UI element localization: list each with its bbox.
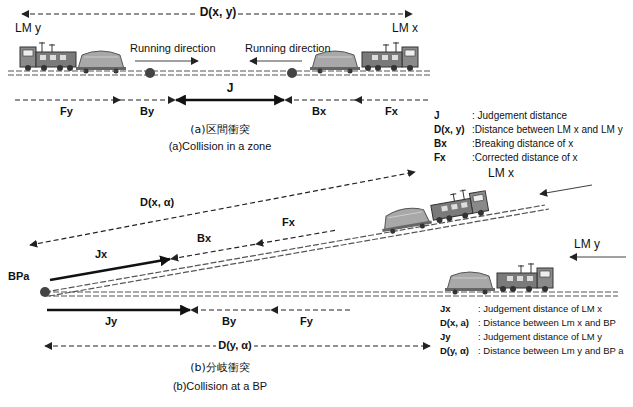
legend-text: : Judgement distance of LM x bbox=[478, 304, 602, 315]
distance-arrow bbox=[256, 230, 335, 244]
rail bbox=[49, 209, 549, 296]
distance-label: Bx bbox=[197, 232, 211, 245]
legend-term: D(x, a) bbox=[440, 318, 469, 329]
direction-arrow bbox=[570, 256, 626, 257]
legend-term: J bbox=[434, 110, 440, 122]
direction-label: Running direction bbox=[130, 42, 216, 55]
train-lm-x bbox=[378, 186, 490, 236]
caption: (a)Collision in a zone bbox=[169, 140, 272, 153]
distance-label: Fy bbox=[60, 105, 73, 118]
train-name: LM x bbox=[488, 167, 514, 181]
caption-ja: (a)区間衝突 bbox=[190, 124, 249, 137]
judgement-arrow bbox=[47, 309, 190, 312]
rail bbox=[8, 74, 430, 75]
direction-label: Running direction bbox=[245, 42, 331, 55]
legend-text: : Distance between Lm y and BP a bbox=[478, 346, 624, 357]
distance-arrow bbox=[191, 309, 270, 310]
distance-arrow bbox=[15, 99, 120, 100]
caption-ja: (b)分岐衝突 bbox=[190, 362, 250, 375]
train-name: LM y bbox=[574, 238, 600, 252]
distance-label: Fy bbox=[300, 315, 313, 328]
legend-term: Jx bbox=[440, 304, 451, 315]
train-name: LM y bbox=[15, 22, 41, 36]
legend-term: Bx bbox=[434, 138, 447, 150]
distance-label: By bbox=[222, 315, 236, 328]
distance-arrow bbox=[271, 309, 350, 310]
legend-text: : Distance between Lm x and BP bbox=[478, 318, 616, 329]
distance-label: D(y, α) bbox=[216, 339, 253, 352]
legend-term: D(y, α) bbox=[440, 346, 469, 357]
distance-label: Jx bbox=[95, 248, 107, 261]
distance-label: By bbox=[140, 105, 154, 118]
legend-term: Fx bbox=[434, 152, 446, 164]
track-point bbox=[145, 68, 155, 78]
direction-arrow bbox=[540, 185, 592, 194]
train-lm-y bbox=[20, 42, 126, 74]
legend-text: :Breaking distance of x bbox=[472, 138, 573, 150]
distance-label: J bbox=[227, 82, 234, 96]
judgement-arrow bbox=[176, 99, 284, 102]
legend-text: :Distance between LM x and LM y bbox=[472, 124, 623, 136]
rail bbox=[8, 70, 430, 71]
legend-text: : Judgement distance of LM y bbox=[478, 332, 602, 343]
distance-label: Fx bbox=[385, 105, 398, 118]
distance-arrow bbox=[355, 99, 428, 100]
caption: (b)Collision at a BP bbox=[173, 380, 267, 393]
legend-text: :Corrected distance of x bbox=[472, 152, 578, 164]
distance-arrow bbox=[285, 99, 355, 100]
train-name: LM x bbox=[392, 22, 418, 36]
distance-label: D(x, α) bbox=[140, 196, 174, 209]
legend-term: Jy bbox=[440, 332, 451, 343]
direction-arrow bbox=[135, 60, 198, 61]
distance-label: Jy bbox=[105, 315, 117, 328]
judgement-arrow bbox=[50, 259, 170, 280]
distance-arrow bbox=[30, 172, 415, 245]
distance-label: Fx bbox=[282, 216, 295, 229]
branch-label: BPa bbox=[8, 270, 29, 283]
track-point bbox=[287, 68, 297, 78]
train-lm-y bbox=[445, 263, 553, 295]
distance-label: Bx bbox=[312, 105, 326, 118]
distance-arrow bbox=[171, 244, 255, 259]
legend-text: : Judgement distance bbox=[472, 110, 567, 122]
rail bbox=[45, 291, 618, 292]
legend-term: D(x, y) bbox=[434, 124, 465, 136]
rail bbox=[45, 295, 618, 296]
branch-point bbox=[40, 287, 50, 297]
distance-label: D(x, y) bbox=[198, 6, 239, 20]
direction-arrow bbox=[250, 60, 302, 61]
distance-arrow bbox=[120, 99, 175, 100]
